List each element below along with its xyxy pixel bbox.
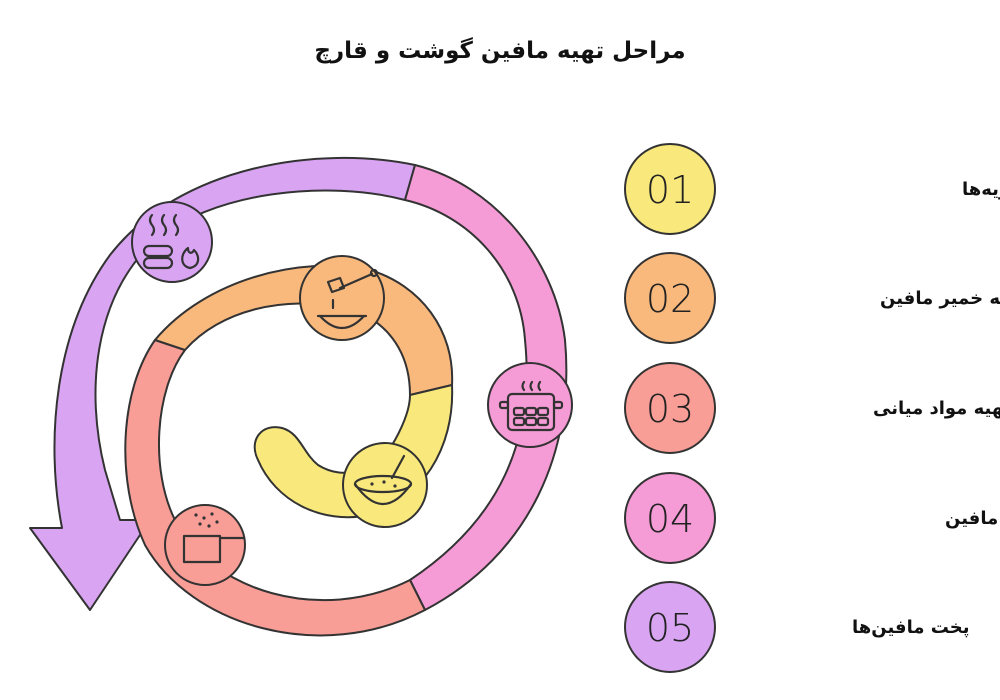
step-number: 01 — [646, 168, 694, 212]
step-circle — [624, 143, 716, 235]
step-circle — [624, 581, 716, 673]
step-item: 01 مخلوط کردن کره و ادویه‌ها — [624, 143, 1000, 235]
step-item: 04 پر کردن قالب‌های مافین — [624, 472, 1000, 564]
cooking-heat-icon — [131, 201, 213, 283]
step-item: 03 تهیه مواد میانی — [624, 362, 1000, 454]
honey-dipper-bowl-icon — [299, 255, 385, 341]
page-title: مراحل تهیه مافین گوشت و قارچ — [314, 38, 686, 64]
step-item: 02 تهیه خمیر مافین — [624, 252, 1000, 344]
step-label: پخت مافین‌ها — [852, 617, 970, 638]
step-label: تهیه خمیر مافین — [880, 288, 1000, 309]
step-label: پر کردن قالب‌های مافین — [945, 508, 1000, 529]
saucepan-icon — [164, 504, 246, 586]
step-number: 02 — [646, 277, 694, 321]
step-circle — [624, 472, 716, 564]
step-circle — [624, 362, 716, 454]
step-number: 04 — [646, 497, 694, 541]
muffin-tray-icon — [487, 362, 573, 448]
mixing-bowl-icon — [342, 442, 428, 528]
step-label: مخلوط کردن کره و ادویه‌ها — [962, 179, 1000, 200]
outer-arc-pink — [404, 164, 568, 611]
step-circle — [624, 252, 716, 344]
step-item: 05 پخت مافین‌ها — [624, 581, 970, 673]
step-number: 03 — [646, 387, 694, 431]
step-label: تهیه مواد میانی — [873, 398, 1000, 419]
step-list: 01 مخلوط کردن کره و ادویه‌ها 02 تهیه خمی… — [624, 143, 1000, 673]
step-number: 05 — [646, 606, 694, 650]
